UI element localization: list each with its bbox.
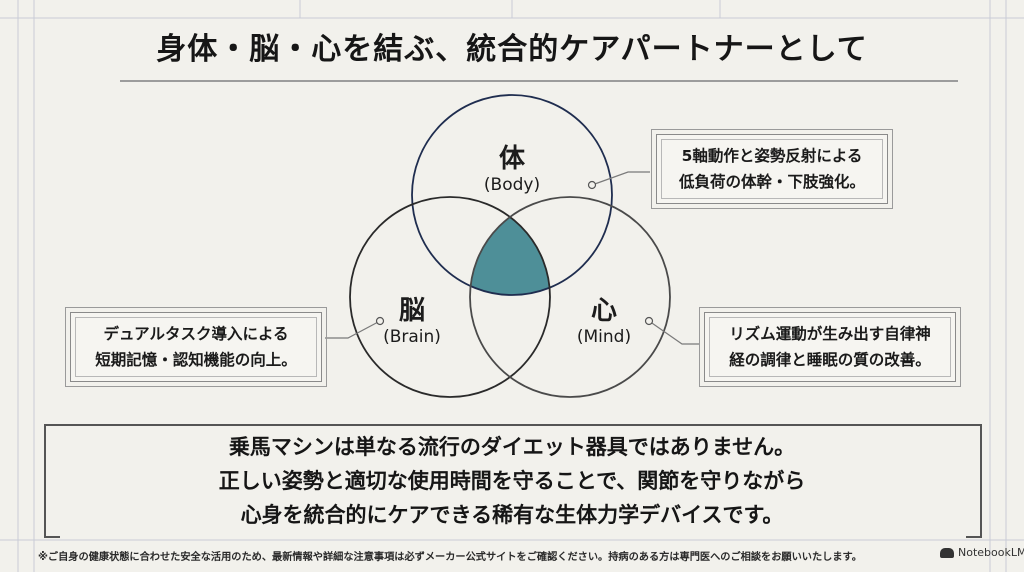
notebooklm-logo: NotebookLM [940, 546, 1024, 559]
footnote: ※ご自身の健康状態に合わせた安全な活用のため、最新情報や詳細な注意事項は必ずメー… [38, 552, 862, 563]
brain-callout-line1: デュアルタスク導入による [103, 325, 289, 343]
body-leader-line [591, 171, 650, 186]
brain-label: 脳 (Brain) [342, 296, 482, 348]
brain-label-main: 脳 [398, 296, 425, 326]
mind-callout-line2: 経の調律と睡眠の質の改善。 [729, 351, 931, 369]
intersection-area [470, 197, 550, 295]
body-callout-line1: 5軸動作と姿勢反射による [681, 147, 863, 165]
title-divider [120, 80, 958, 82]
mind-label-main: 心 [590, 296, 617, 326]
notebooklm-logo-text: NotebookLM [958, 546, 1024, 559]
key-message-line1: 乗馬マシンは単なる流行のダイエット器具ではありません。 [228, 435, 796, 459]
body-label-sub: (Body) [483, 175, 541, 195]
key-message-line3: 心身を統合的にケアできる稀有な生体力学デバイスです。 [240, 503, 784, 527]
key-message-line2: 正しい姿勢と適切な使用時間を守ることで、関節を守りながら [218, 469, 806, 493]
notebooklm-logo-icon [940, 547, 954, 558]
mind-leader-dot [644, 316, 654, 326]
brain-leader-dot [375, 316, 385, 326]
mind-label: 心 (Mind) [534, 296, 674, 348]
mind-label-sub: (Mind) [576, 327, 632, 347]
body-label: 体 (Body) [442, 144, 582, 196]
mind-circle [469, 196, 671, 398]
body-leader-dot [587, 180, 597, 190]
mind-callout: リズム運動が生み出す自律神 経の調律と睡眠の質の改善。 [699, 307, 961, 387]
brain-circle [349, 196, 551, 398]
page-title: 身体・脳・心を結ぶ、統合的ケアパートナーとして [156, 32, 868, 67]
brain-callout-line2: 短期記憶・認知機能の向上。 [95, 351, 297, 369]
brain-label-sub: (Brain) [383, 327, 441, 347]
body-circle [411, 94, 613, 296]
key-message: 乗馬マシンは単なる流行のダイエット器具ではありません。 正しい姿勢と適切な使用時… [44, 424, 980, 534]
brain-leader-line [325, 320, 381, 339]
body-label-main: 体 [498, 144, 525, 174]
body-callout-line2: 低負荷の体幹・下肢強化。 [678, 173, 865, 191]
message-top-rule [44, 424, 980, 426]
mind-callout-line1: リズム運動が生み出す自律神 [729, 325, 931, 343]
brain-callout: デュアルタスク導入による 短期記憶・認知機能の向上。 [65, 307, 327, 387]
mind-leader-line [648, 320, 700, 345]
body-callout: 5軸動作と姿勢反射による 低負荷の体幹・下肢強化。 [651, 129, 893, 209]
